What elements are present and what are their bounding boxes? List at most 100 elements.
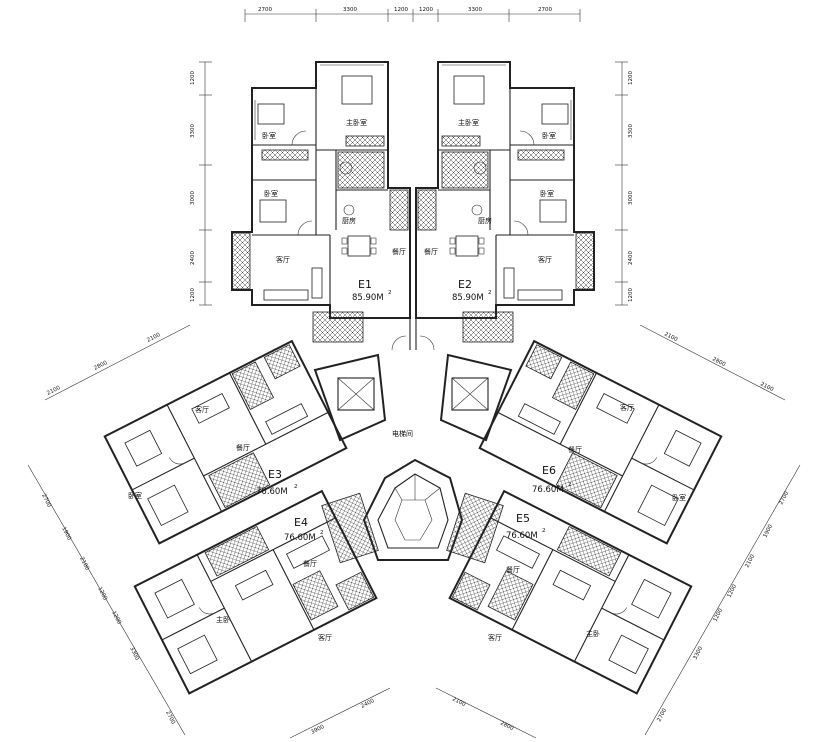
top-dimension-chain: 2700 3300 1200 1200 3300 2700 — [244, 7, 581, 22]
unit-labels: E1 85.90M 2 E2 85.90M 2 E3 76.60M 2 E4 7… — [256, 278, 572, 543]
e6-area-sup: 2 — [568, 482, 572, 488]
e2-room-4: 客厅 — [538, 255, 552, 264]
e1-area: 85.90M — [352, 293, 384, 303]
e3-room-2: 餐厅 — [236, 443, 250, 452]
ls-dim-5: 1200 — [110, 610, 122, 626]
e1-room-6: 厨房 — [342, 216, 356, 225]
e6-room-2: 餐厅 — [568, 445, 582, 454]
ur-dim-2: 2800 — [711, 356, 727, 368]
e6-area: 76.60M — [532, 485, 564, 495]
e2-room-6: 厨房 — [478, 216, 492, 225]
ur-dim-1: 2100 — [663, 331, 679, 343]
e3-name: E3 — [268, 468, 282, 481]
e5-room-1: 客厅 — [488, 633, 502, 642]
top-dim-6: 2700 — [538, 7, 552, 13]
e1-room-2: 卧室 — [262, 131, 276, 140]
e6-name: E6 — [542, 464, 556, 477]
e4-room-2: 餐厅 — [303, 559, 317, 568]
e2-name: E2 — [458, 278, 472, 291]
top-dim-2: 3300 — [343, 7, 357, 13]
e1-room-4: 客厅 — [276, 255, 290, 264]
e5-room-3: 主卧 — [586, 629, 600, 638]
ls-dim-1: 2700 — [40, 493, 52, 509]
elevator-hall-label: 电梯间 — [392, 429, 413, 438]
e5-area: 76.60M — [506, 531, 538, 541]
top-dim-4: 1200 — [419, 7, 433, 13]
bl-dim-2: 2400 — [360, 698, 376, 710]
e5-name: E5 — [516, 512, 530, 525]
rs-dim-6: 3300 — [692, 645, 704, 661]
unit-e1 — [231, 61, 411, 343]
e1-area-sup: 2 — [388, 290, 392, 296]
e3-area-sup: 2 — [294, 484, 298, 490]
e2-room-1: 主卧室 — [458, 118, 479, 127]
right-dim-2: 3300 — [628, 124, 634, 138]
right-dim-3: 3000 — [628, 191, 634, 205]
ls-dim-6: 3300 — [128, 646, 140, 662]
upper-left-dimension-chain: 2100 2800 2100 — [44, 324, 191, 401]
e4-area-sup: 2 — [320, 530, 324, 536]
br-dim-2: 2800 — [499, 720, 515, 732]
central-shaft — [391, 188, 435, 351]
e4-area: 76.60M — [284, 533, 316, 543]
e5-room-2: 餐厅 — [506, 565, 520, 574]
e6-room-1: 客厅 — [620, 403, 634, 412]
right-side-dimension-chain: 2700 1900 2100 1200 1200 3300 2700 — [644, 464, 801, 736]
br-dim-1: 2100 — [451, 696, 467, 708]
ul-dim-1: 2100 — [46, 385, 62, 397]
rs-dim-2: 1900 — [762, 523, 774, 539]
e4-room-3: 主卧 — [216, 615, 230, 624]
right-dim-5: 1200 — [628, 288, 634, 302]
room-labels: 主卧室 卧室 卧室 客厅 餐厅 厨房 主卧室 卧室 卧室 客厅 餐厅 厨房 客厅… — [128, 118, 686, 642]
rs-dim-1: 2700 — [778, 490, 790, 506]
e3-room-3: 卧室 — [128, 491, 142, 500]
left-dim-3: 3000 — [190, 191, 196, 205]
left-dimension-chain-e1: 1200 3300 3000 2400 1200 — [190, 61, 212, 306]
e2-room-5: 餐厅 — [424, 247, 438, 256]
unit-e2 — [415, 61, 595, 343]
ls-dim-4: 1200 — [96, 586, 108, 602]
top-dim-3: 1200 — [394, 7, 408, 13]
left-dim-2: 3300 — [190, 124, 196, 138]
e2-area-sup: 2 — [488, 290, 492, 296]
upper-right-dimension-chain: 2100 2800 2100 — [639, 324, 786, 401]
e1-room-3: 卧室 — [264, 189, 278, 198]
e3-room-1: 客厅 — [195, 405, 209, 414]
e1-room-1: 主卧室 — [346, 118, 367, 127]
right-dim-1: 1200 — [628, 71, 634, 85]
left-dim-1: 1200 — [190, 71, 196, 85]
left-dim-4: 2400 — [190, 251, 196, 265]
e1-name: E1 — [358, 278, 372, 291]
ur-dim-3: 2100 — [759, 381, 775, 393]
bottom-dimension-chains: 3900 2400 2100 2800 — [289, 687, 537, 739]
rs-dim-7: 2700 — [656, 707, 668, 723]
rs-dim-4: 1200 — [726, 583, 738, 599]
top-dim-5: 3300 — [468, 7, 482, 13]
unit-e3 — [103, 339, 348, 545]
unit-e6 — [478, 339, 723, 545]
e2-room-3: 卧室 — [540, 189, 554, 198]
unit-e4 — [133, 489, 378, 695]
left-side-dimension-chain: 2700 1900 2100 1200 1200 3300 2700 — [27, 464, 186, 736]
rs-dim-3: 2100 — [744, 553, 756, 569]
ls-dim-7: 2700 — [164, 710, 176, 726]
rs-dim-5: 1200 — [712, 607, 724, 623]
left-dim-5: 1200 — [190, 288, 196, 302]
ls-dim-3: 2100 — [78, 556, 90, 572]
bl-dim-1: 3900 — [310, 724, 326, 736]
e4-name: E4 — [294, 516, 308, 529]
e2-area: 85.90M — [452, 293, 484, 303]
ul-dim-2: 2800 — [93, 360, 109, 372]
top-dim-1: 2700 — [258, 7, 272, 13]
elevator-core — [313, 353, 513, 564]
e2-room-2: 卧室 — [542, 131, 556, 140]
e5-area-sup: 2 — [542, 528, 546, 534]
ul-dim-3: 2100 — [146, 332, 162, 344]
right-dimension-chain-e2: 1200 3300 3000 2400 1200 — [615, 61, 634, 306]
e3-area: 76.60M — [256, 487, 288, 497]
e4-room-1: 客厅 — [318, 633, 332, 642]
ls-dim-2: 1900 — [60, 526, 72, 542]
right-dim-4: 2400 — [628, 251, 634, 265]
unit-e5 — [448, 489, 693, 695]
